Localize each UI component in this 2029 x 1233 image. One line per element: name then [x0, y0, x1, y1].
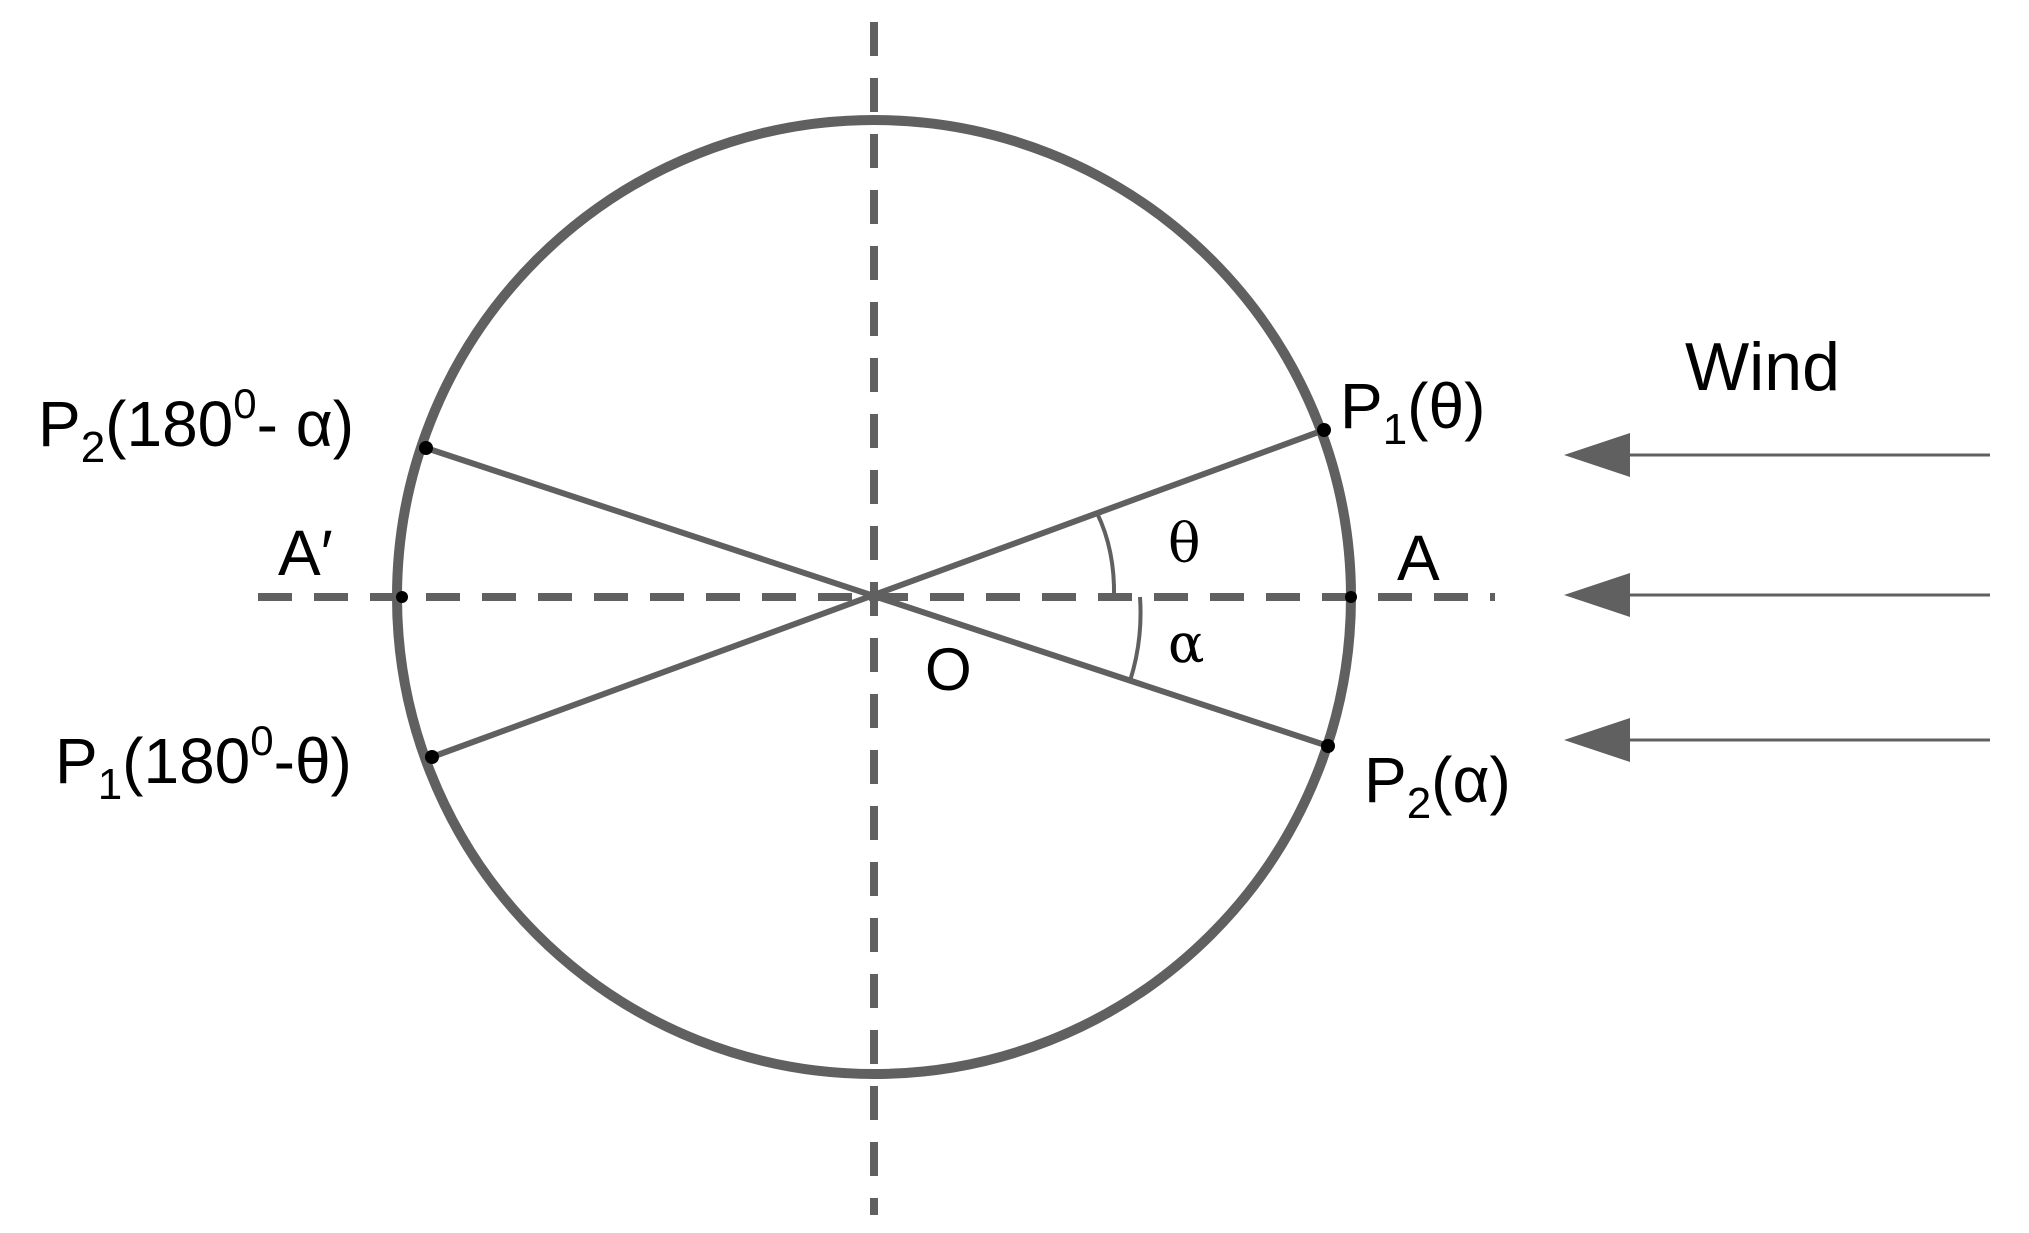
label-p1-right: P1(θ)	[1340, 370, 1485, 454]
wind-arrow-icon	[1564, 433, 1990, 477]
label-wind: Wind	[1685, 329, 1840, 405]
label-p2-right: P2(α)	[1364, 744, 1511, 828]
point-p2-left-marker	[419, 441, 433, 455]
label-a: A	[1397, 522, 1440, 594]
theta-angle-arc	[1095, 512, 1117, 598]
point-p2-right-marker	[1321, 739, 1335, 753]
point-a-marker	[1345, 591, 1357, 603]
point-p1-right-marker	[1317, 423, 1331, 437]
point-p1-left-marker	[425, 750, 439, 764]
label-alpha: α	[1168, 612, 1204, 675]
label-a-prime: A′	[278, 517, 333, 589]
label-theta: θ	[1168, 512, 1201, 575]
point-a-prime-marker	[396, 591, 408, 603]
label-o: O	[925, 636, 972, 703]
wind-arrow-icon	[1564, 573, 1990, 617]
point-o-marker	[868, 591, 880, 603]
wind-arrow-icon	[1564, 718, 1990, 762]
label-p2-left: P2(1800- α)	[38, 380, 354, 472]
label-p1-left: P1(1800-θ)	[55, 717, 352, 809]
alpha-angle-arc	[1128, 596, 1143, 682]
